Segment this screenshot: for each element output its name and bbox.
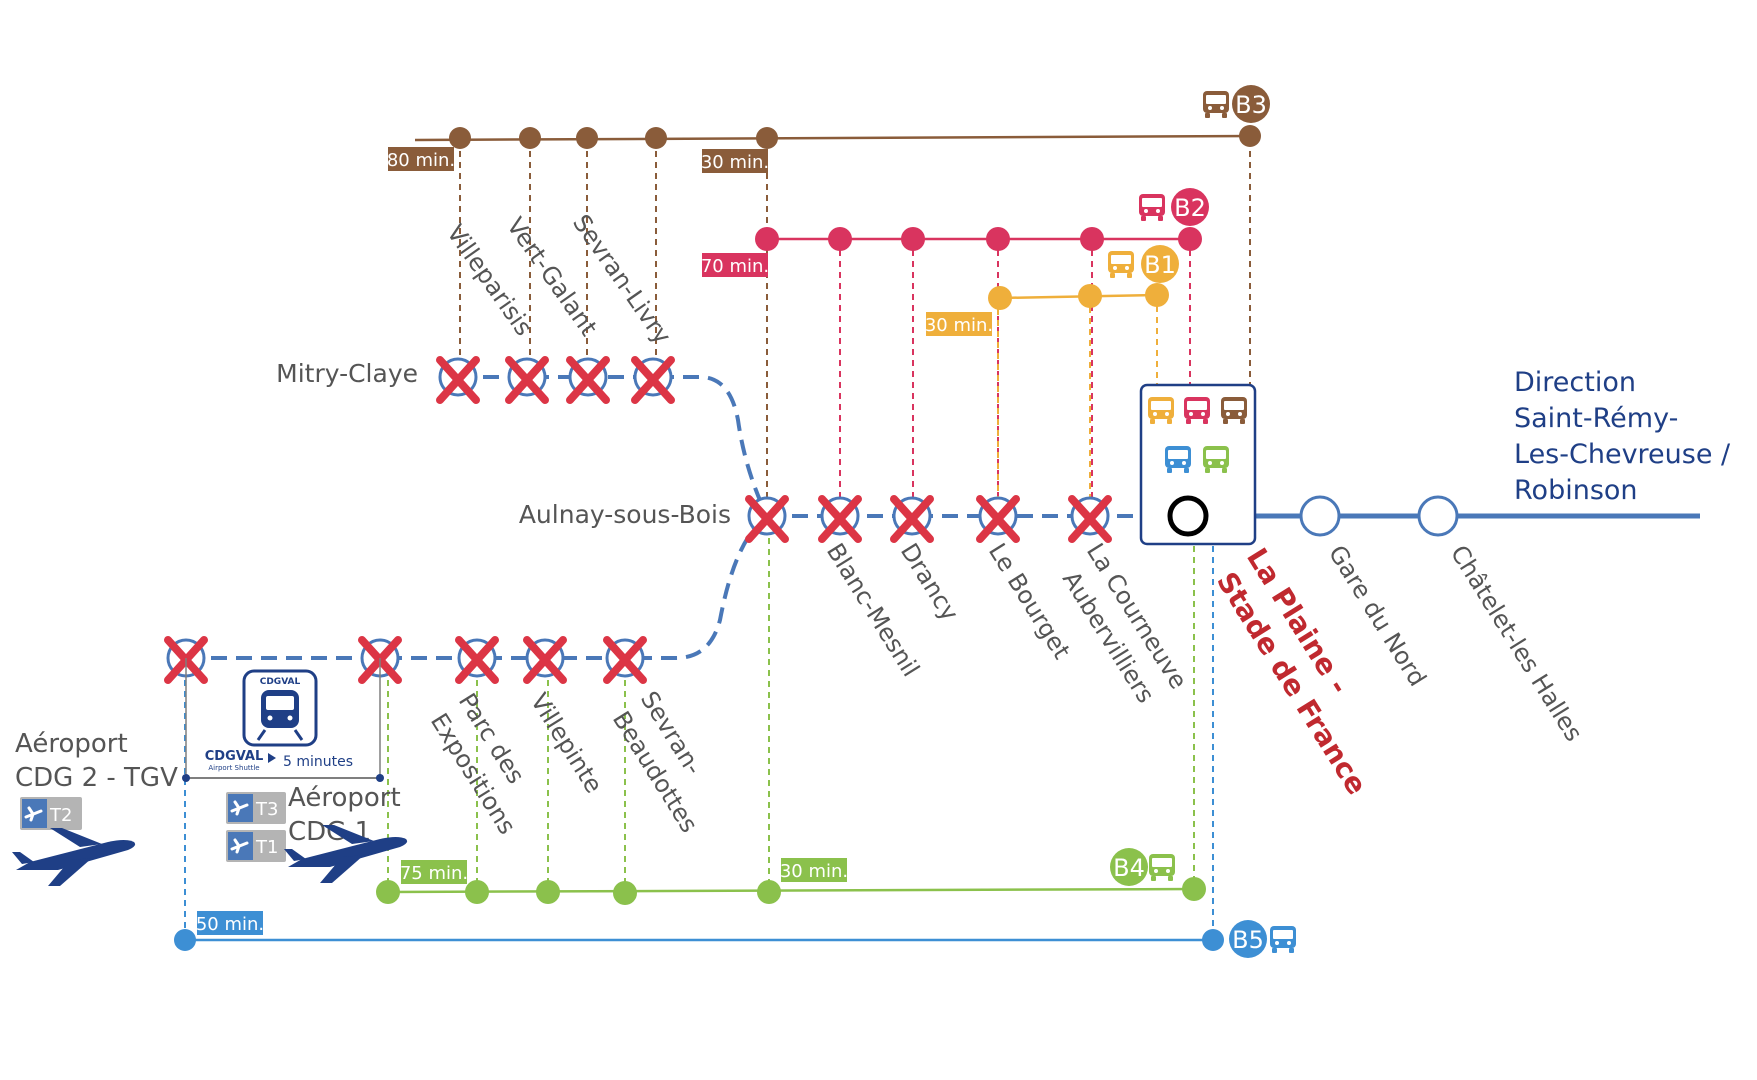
bus-icon (1149, 854, 1175, 881)
bus-line-b5: 50 min. B5 (174, 535, 1296, 958)
station-gare-du-nord-marker (1299, 495, 1341, 537)
b5-interval-tag (197, 911, 263, 935)
plane-icon (12, 828, 136, 886)
cdgval-shuttle: CDGVAL CDGVAL Airport Shuttle 5 minutes (182, 658, 384, 782)
b3-label: B3 (1235, 91, 1267, 119)
cdgval-duration: 5 minutes (283, 754, 353, 770)
b4-badge (1110, 848, 1148, 886)
bus-line-b2: 70 min. B2 (701, 188, 1209, 515)
b3-interval-a: 80 min. (387, 150, 455, 171)
terminal-t2: T2 (49, 805, 72, 826)
b2-label: B2 (1174, 194, 1206, 222)
b3-interval-b: 30 min. (701, 152, 769, 173)
b2-interval-tag (702, 253, 768, 277)
station-chatelet: Châtelet-les Halles (1445, 540, 1588, 746)
play-arrow-icon (268, 753, 276, 763)
b3-badge (1232, 85, 1270, 123)
b4-interval-b: 30 min. (780, 861, 848, 882)
b5-label: B5 (1232, 926, 1264, 954)
b4-interval-tag (401, 860, 467, 884)
b2-interval: 70 min. (701, 256, 769, 277)
b5-interval: 50 min. (196, 914, 264, 935)
b4-interval-a: 75 min. (400, 863, 468, 884)
b2-badge (1171, 188, 1209, 226)
b4-interval-tag-2 (781, 858, 847, 882)
bus-icon (1203, 91, 1229, 118)
station-la-plaine-marker (1167, 495, 1209, 537)
direction-line2: Saint-Rémy- (1514, 403, 1678, 434)
station-aulnay: Aulnay-sous-Bois (519, 500, 731, 529)
b1-interval: 30 min. (925, 315, 993, 336)
station-chatelet-marker (1417, 495, 1459, 537)
terminal-t1: T1 (255, 837, 278, 858)
station-cdg2-line2: CDG 2 - TGV (15, 763, 178, 793)
bus-icon (1108, 251, 1134, 278)
station-cdg2-line1: Aéroport (15, 729, 128, 759)
bus-line-b3: 80 min. 30 min. B3 (387, 85, 1270, 515)
station-drancy: Drancy (895, 538, 964, 625)
b1-badge (1141, 245, 1179, 283)
train-icon (256, 690, 304, 741)
airport-cdg1: T3 T1 Aéroport CDG 1 (226, 783, 408, 883)
b1-label: B1 (1144, 251, 1176, 279)
station-mitry-claye: Mitry-Claye (276, 359, 418, 388)
b3-interval-tag (388, 147, 454, 171)
terminal-t3: T3 (255, 799, 278, 820)
bus-line-b4: 75 min. 30 min. B4 (376, 516, 1206, 905)
cdgval-sub: Airport Shuttle (208, 764, 259, 772)
b1-interval-tag (926, 312, 992, 336)
airport-cdg2: Aéroport CDG 2 - TGV T2 (12, 729, 178, 886)
la-plaine-bus-hub (1139, 383, 1257, 546)
cdgval-badge-text: CDGVAL (260, 677, 301, 687)
direction-line3: Les-Chevreuse / (1514, 439, 1731, 470)
bus-icon (1270, 926, 1296, 953)
b3-interval-tag-2 (702, 149, 768, 173)
direction-line1: Direction (1514, 367, 1636, 398)
cdgval-name: CDGVAL (205, 749, 264, 764)
bus-line-b1: 30 min. B1 (925, 245, 1179, 515)
station-cdg1-line1: Aéroport (288, 783, 401, 813)
station-le-bourget: Le Bourget (983, 538, 1076, 664)
station-villepinte: Villepinte (525, 688, 608, 798)
b5-badge (1229, 920, 1267, 958)
b4-label: B4 (1113, 854, 1145, 882)
direction-line4: Robinson (1514, 475, 1638, 506)
direction-label: Direction Saint-Rémy- Les-Chevreuse / Ro… (1514, 367, 1731, 506)
bus-icon (1139, 194, 1165, 221)
